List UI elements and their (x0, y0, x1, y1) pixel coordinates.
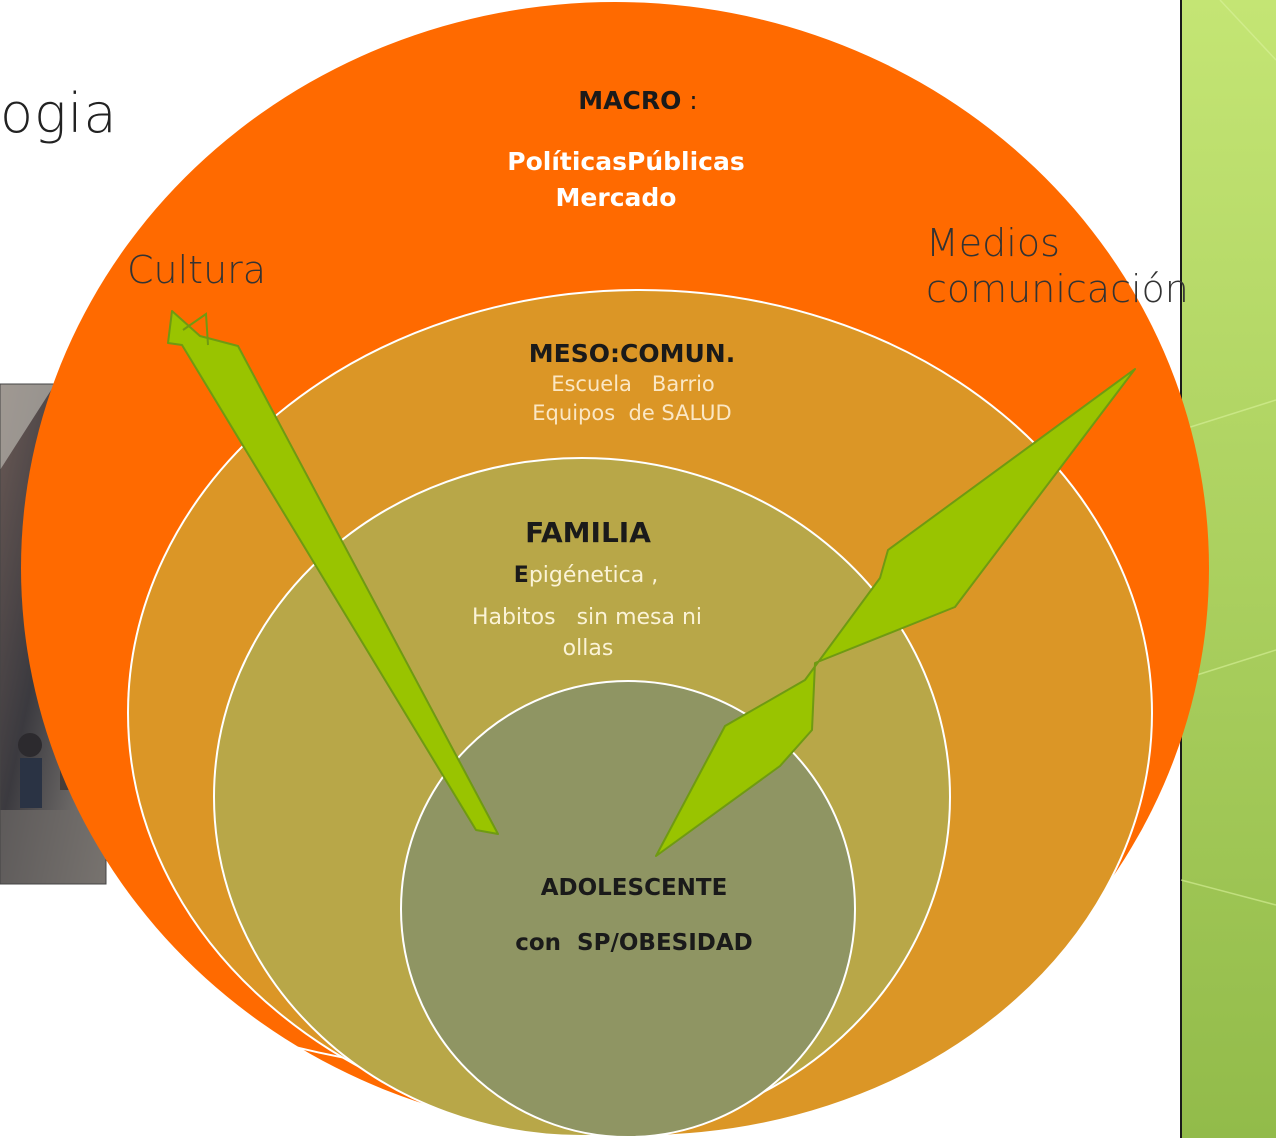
familia-line1-initial: E (514, 563, 529, 588)
macro-line2: Mercado (556, 183, 677, 212)
familia-line1: Epigénetica , (514, 563, 658, 588)
medios-label-line1: Medios (926, 221, 1060, 265)
meso-line2: Equipos de SALUD (532, 401, 731, 425)
center-line2: con SP/OBESIDAD (515, 930, 753, 956)
macro-heading-line: MACRO : (578, 86, 697, 115)
meso-heading: MESO:COMUN. (529, 339, 735, 368)
slide-title-fragment: ogia (0, 82, 118, 145)
meso-line1: Escuela Barrio (551, 372, 715, 396)
center-line1: ADOLESCENTE (541, 875, 728, 901)
medios-label: Medios comunicación (926, 220, 1189, 312)
familia-line1-rest: pigénetica , (529, 563, 658, 588)
macro-heading: MACRO (578, 86, 681, 115)
medios-arrow (655, 368, 1136, 857)
cultura-label: Cultura (127, 248, 267, 292)
cultura-arrow (167, 310, 499, 835)
familia-line3: ollas (563, 636, 614, 661)
familia-heading: FAMILIA (525, 516, 651, 549)
macro-line1: PolíticasPúblicas (507, 147, 744, 176)
macro-heading-suffix: : (681, 86, 697, 115)
medios-label-line2: comunicación (926, 267, 1189, 311)
familia-line2: Habitos sin mesa ni (472, 605, 702, 630)
